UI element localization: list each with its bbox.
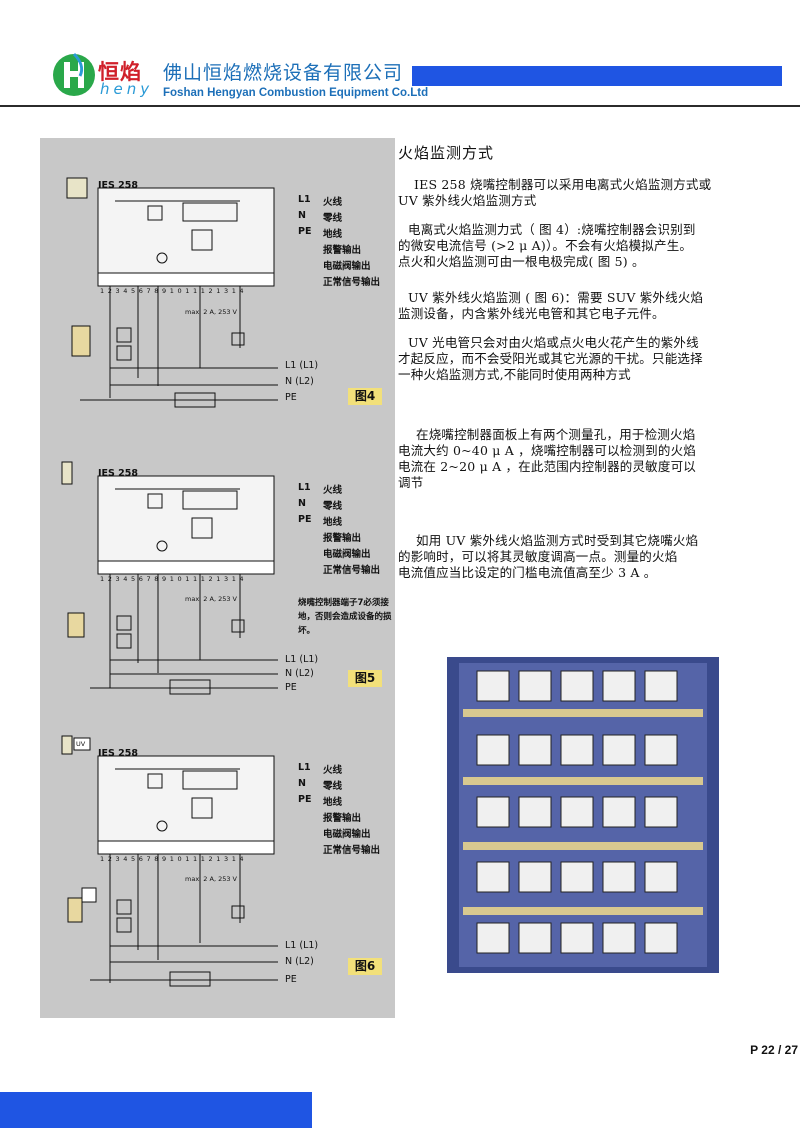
legend-valve: 电磁阀输出	[323, 549, 371, 560]
wiring-diagram-fig6: UV IES 258 L1 火线 N 零线 PE 地线 报警输出 电磁阀输出 正…	[40, 728, 395, 1018]
section-title: 火焰监测方式	[398, 144, 495, 162]
footer-accent-bar	[0, 1092, 312, 1128]
wiring-schematic	[61, 461, 278, 695]
mains-l1: L1 (L1)	[285, 360, 319, 371]
controller-model-label: IES 258	[98, 748, 139, 759]
paragraph-uv-tube: UV 光电管只会对由火焰或点火电火花产生的紫外线 才起反应，而不会受阳光或其它光…	[398, 335, 703, 382]
paragraph-ionization: 电离式火焰监测力式（ 图 4）:烧嘴控制器会识别到 的微安电流信号 (>2 μ …	[398, 222, 696, 269]
terminal-numbers: 1234567891011121314	[100, 287, 248, 295]
wiring-diagram-fig5: IES 258 L1 火线 N 零线 PE 地线 报警输出 电磁阀输出 正常信号…	[40, 448, 395, 718]
legend-alarm: 报警输出	[323, 813, 362, 824]
mains-n: N (L2)	[285, 376, 314, 387]
controller-model-label: IES 258	[98, 180, 139, 191]
paragraph-intro: IES 258 烧嘴控制器可以采用电离式火焰监测方式或 UV 紫外线火焰监测方式	[398, 177, 712, 208]
legend-alarm: 报警输出	[323, 245, 362, 256]
rating-label: max. 2 A, 253 V	[185, 595, 237, 603]
legend-live: 火线	[323, 197, 343, 208]
terminal-numbers: 1234567891011121314	[100, 855, 248, 863]
figure-label: 图5	[348, 670, 382, 687]
paragraph-measurement: 在烧嘴控制器面板上有两个测量孔，用于检测火焰 电流大约 0~40 μ A ，烧嘴…	[398, 427, 696, 490]
legend-neutral: 零线	[323, 213, 343, 224]
brand-name-en: heny	[100, 80, 154, 98]
controller-model-label: IES 258	[98, 468, 139, 479]
legend-ground: 地线	[323, 229, 343, 240]
legend-n: N	[298, 498, 306, 509]
legend-signal: 正常信号输出	[323, 277, 381, 288]
legend-valve: 电磁阀输出	[323, 829, 371, 840]
legend-signal: 正常信号输出	[323, 845, 381, 856]
page-number: P 22 / 27	[750, 1043, 798, 1057]
company-name-cn: 佛山恒焰燃烧设备有限公司	[163, 62, 404, 84]
legend-pe: PE	[298, 226, 312, 237]
wiring-schematic	[66, 177, 278, 408]
header-divider	[0, 105, 800, 107]
terminal-numbers: 1234567891011121314	[100, 575, 248, 583]
mains-pe: PE	[285, 392, 297, 403]
mains-pe: PE	[285, 974, 297, 985]
legend-live: 火线	[323, 765, 343, 776]
legend-l1: L1	[298, 194, 311, 205]
control-cabinet-photo	[447, 657, 719, 973]
wiring-diagram-panel: IES 258 L1 火线 N 零线 PE 地线 报警输出 电磁阀输出 正常信号…	[40, 138, 395, 1018]
mains-l1: L1 (L1)	[285, 940, 319, 951]
rating-label: max. 2 A, 253 V	[185, 875, 237, 883]
mains-n: N (L2)	[285, 956, 314, 967]
brand-name-cn: 恒焰	[98, 60, 142, 84]
legend-pe: PE	[298, 794, 312, 805]
header-accent-bar	[412, 66, 782, 86]
legend-n: N	[298, 210, 306, 221]
legend-neutral: 零线	[323, 781, 343, 792]
legend-alarm: 报警输出	[323, 533, 362, 544]
rating-label: max. 2 A, 253 V	[185, 308, 237, 316]
legend-n: N	[298, 778, 306, 789]
legend-l1: L1	[298, 762, 311, 773]
legend-l1: L1	[298, 482, 311, 493]
paragraph-sensitivity: 如用 UV 紫外线火焰监测方式时受到其它烧嘴火焰 的影响时，可以将其灵敏度调高一…	[398, 533, 699, 580]
company-name-en: Foshan Hengyan Combustion Equipment Co.L…	[163, 87, 429, 99]
grounding-note: 烧嘴控制器端子7必须接地，否则会造成设备的损坏。	[298, 598, 392, 636]
mains-n: N (L2)	[285, 668, 314, 679]
legend-neutral: 零线	[323, 501, 343, 512]
legend-valve: 电磁阀输出	[323, 261, 371, 272]
legend-pe: PE	[298, 514, 312, 525]
paragraph-uv: UV 紫外线火焰监测 ( 图 6)：需要 SUV 紫外线火焰 监测设备，内含紫外…	[398, 290, 704, 321]
uv-sensor-label: UV	[76, 740, 86, 748]
figure-label: 图6	[348, 958, 382, 975]
wiring-diagram-fig4: IES 258 L1 火线 N 零线 PE 地线 报警输出 电磁阀输出 正常信号…	[40, 138, 395, 428]
mains-l1: L1 (L1)	[285, 654, 319, 665]
legend-ground: 地线	[323, 797, 343, 808]
legend-ground: 地线	[323, 517, 343, 528]
legend-signal: 正常信号输出	[323, 565, 381, 576]
legend-live: 火线	[323, 485, 343, 496]
company-logo-icon	[53, 52, 95, 96]
wiring-schematic	[61, 735, 278, 987]
mains-pe: PE	[285, 682, 297, 693]
figure-label: 图4	[348, 388, 382, 405]
